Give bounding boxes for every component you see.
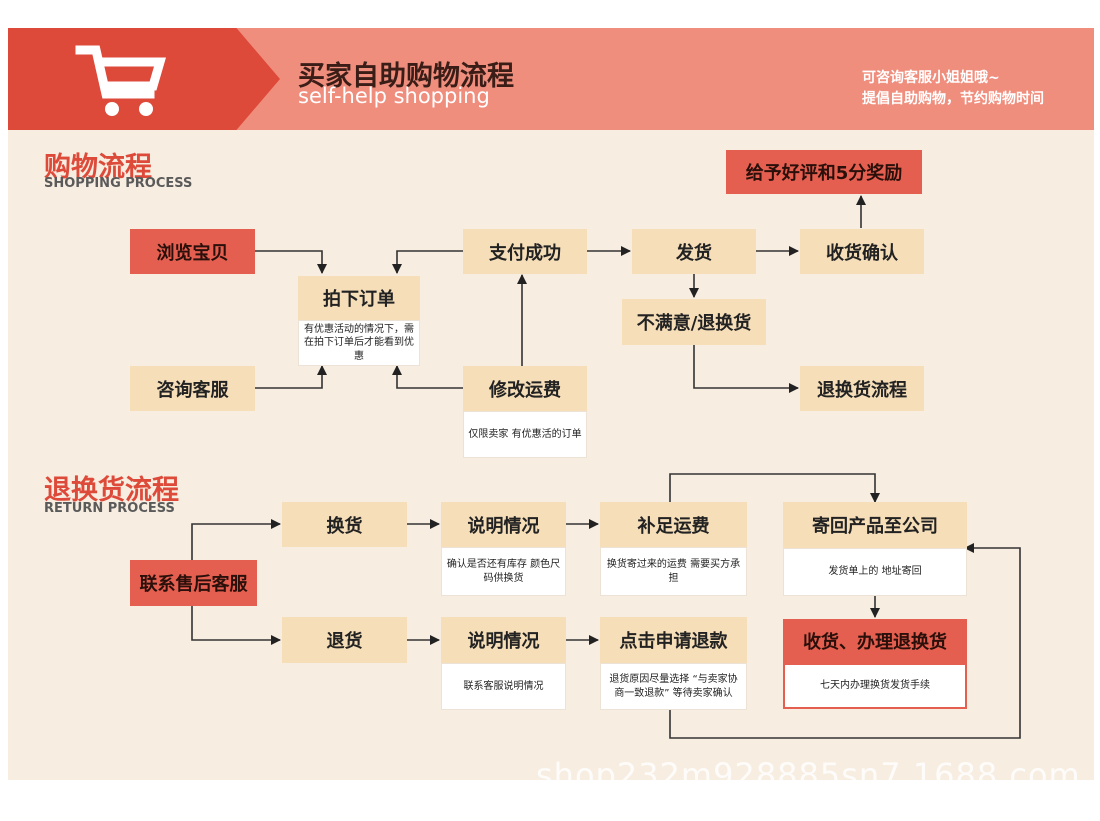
shopping-cart-icon — [75, 45, 166, 116]
place-order-step: 拍下订单 — [298, 276, 420, 320]
apply-refund-step: 点击申请退款 — [600, 617, 747, 663]
tip-line-2: 提倡自助购物，节约购物时间 — [862, 91, 1044, 107]
send-back-note: 发货单上的 地址寄回 — [783, 548, 967, 596]
tip-line-1: 可咨询客服小姐姐哦~ — [862, 70, 1000, 86]
add-freight-note: 换货寄过来的运费 需要买方承担 — [600, 547, 747, 596]
modify-freight-note: 仅限卖家 有优惠活的订单 — [463, 411, 587, 458]
explain-exchange-note: 确认是否还有库存 颜色尺码供换货 — [441, 547, 566, 596]
receive-process-note: 七天内办理换货发货手续 — [783, 663, 967, 709]
return-section-subtitle: RETURN PROCESS — [44, 501, 175, 516]
exchange-step: 换货 — [282, 502, 407, 547]
browse-items-step: 浏览宝贝 — [130, 229, 255, 274]
contact-after-sales-step: 联系售后客服 — [130, 560, 257, 606]
confirm-receipt-step: 收货确认 — [800, 229, 924, 274]
add-freight-step: 补足运费 — [600, 502, 747, 547]
ship-step: 发货 — [632, 229, 756, 274]
shopping-section-subtitle: SHOPPING PROCESS — [44, 176, 193, 191]
return-process-step: 退换货流程 — [800, 366, 924, 411]
page-subtitle: self-help shopping — [298, 84, 490, 108]
page-title: 买家自助购物流程 — [298, 61, 514, 92]
shopping-section-title: 购物流程 — [44, 152, 152, 183]
consult-service-step: 咨询客服 — [130, 366, 255, 411]
apply-refund-note: 退货原因尽量选择 “与卖家协商一致退款” 等待卖家确认 — [600, 663, 747, 710]
payment-success-step: 支付成功 — [463, 229, 587, 274]
refund-step: 退货 — [282, 617, 407, 663]
modify-freight-step: 修改运费 — [463, 366, 587, 411]
send-back-step: 寄回产品至公司 — [783, 502, 967, 548]
good-review-step: 给予好评和5分奖励 — [726, 150, 922, 194]
explain-refund-note: 联系客服说明情况 — [441, 663, 566, 710]
return-section-title: 退换货流程 — [44, 475, 179, 506]
unsatisfied-return-step: 不满意/退换货 — [622, 299, 766, 345]
explain-refund-step: 说明情况 — [441, 617, 566, 663]
receive-process-step: 收货、办理退换货 — [783, 619, 967, 663]
shop-watermark: shop232m928885sn7.1688.com — [536, 756, 1081, 794]
place-order-note: 有优惠活动的情况下，需在拍下订单后才能看到优惠 — [298, 320, 420, 366]
explain-exchange-step: 说明情况 — [441, 502, 566, 547]
